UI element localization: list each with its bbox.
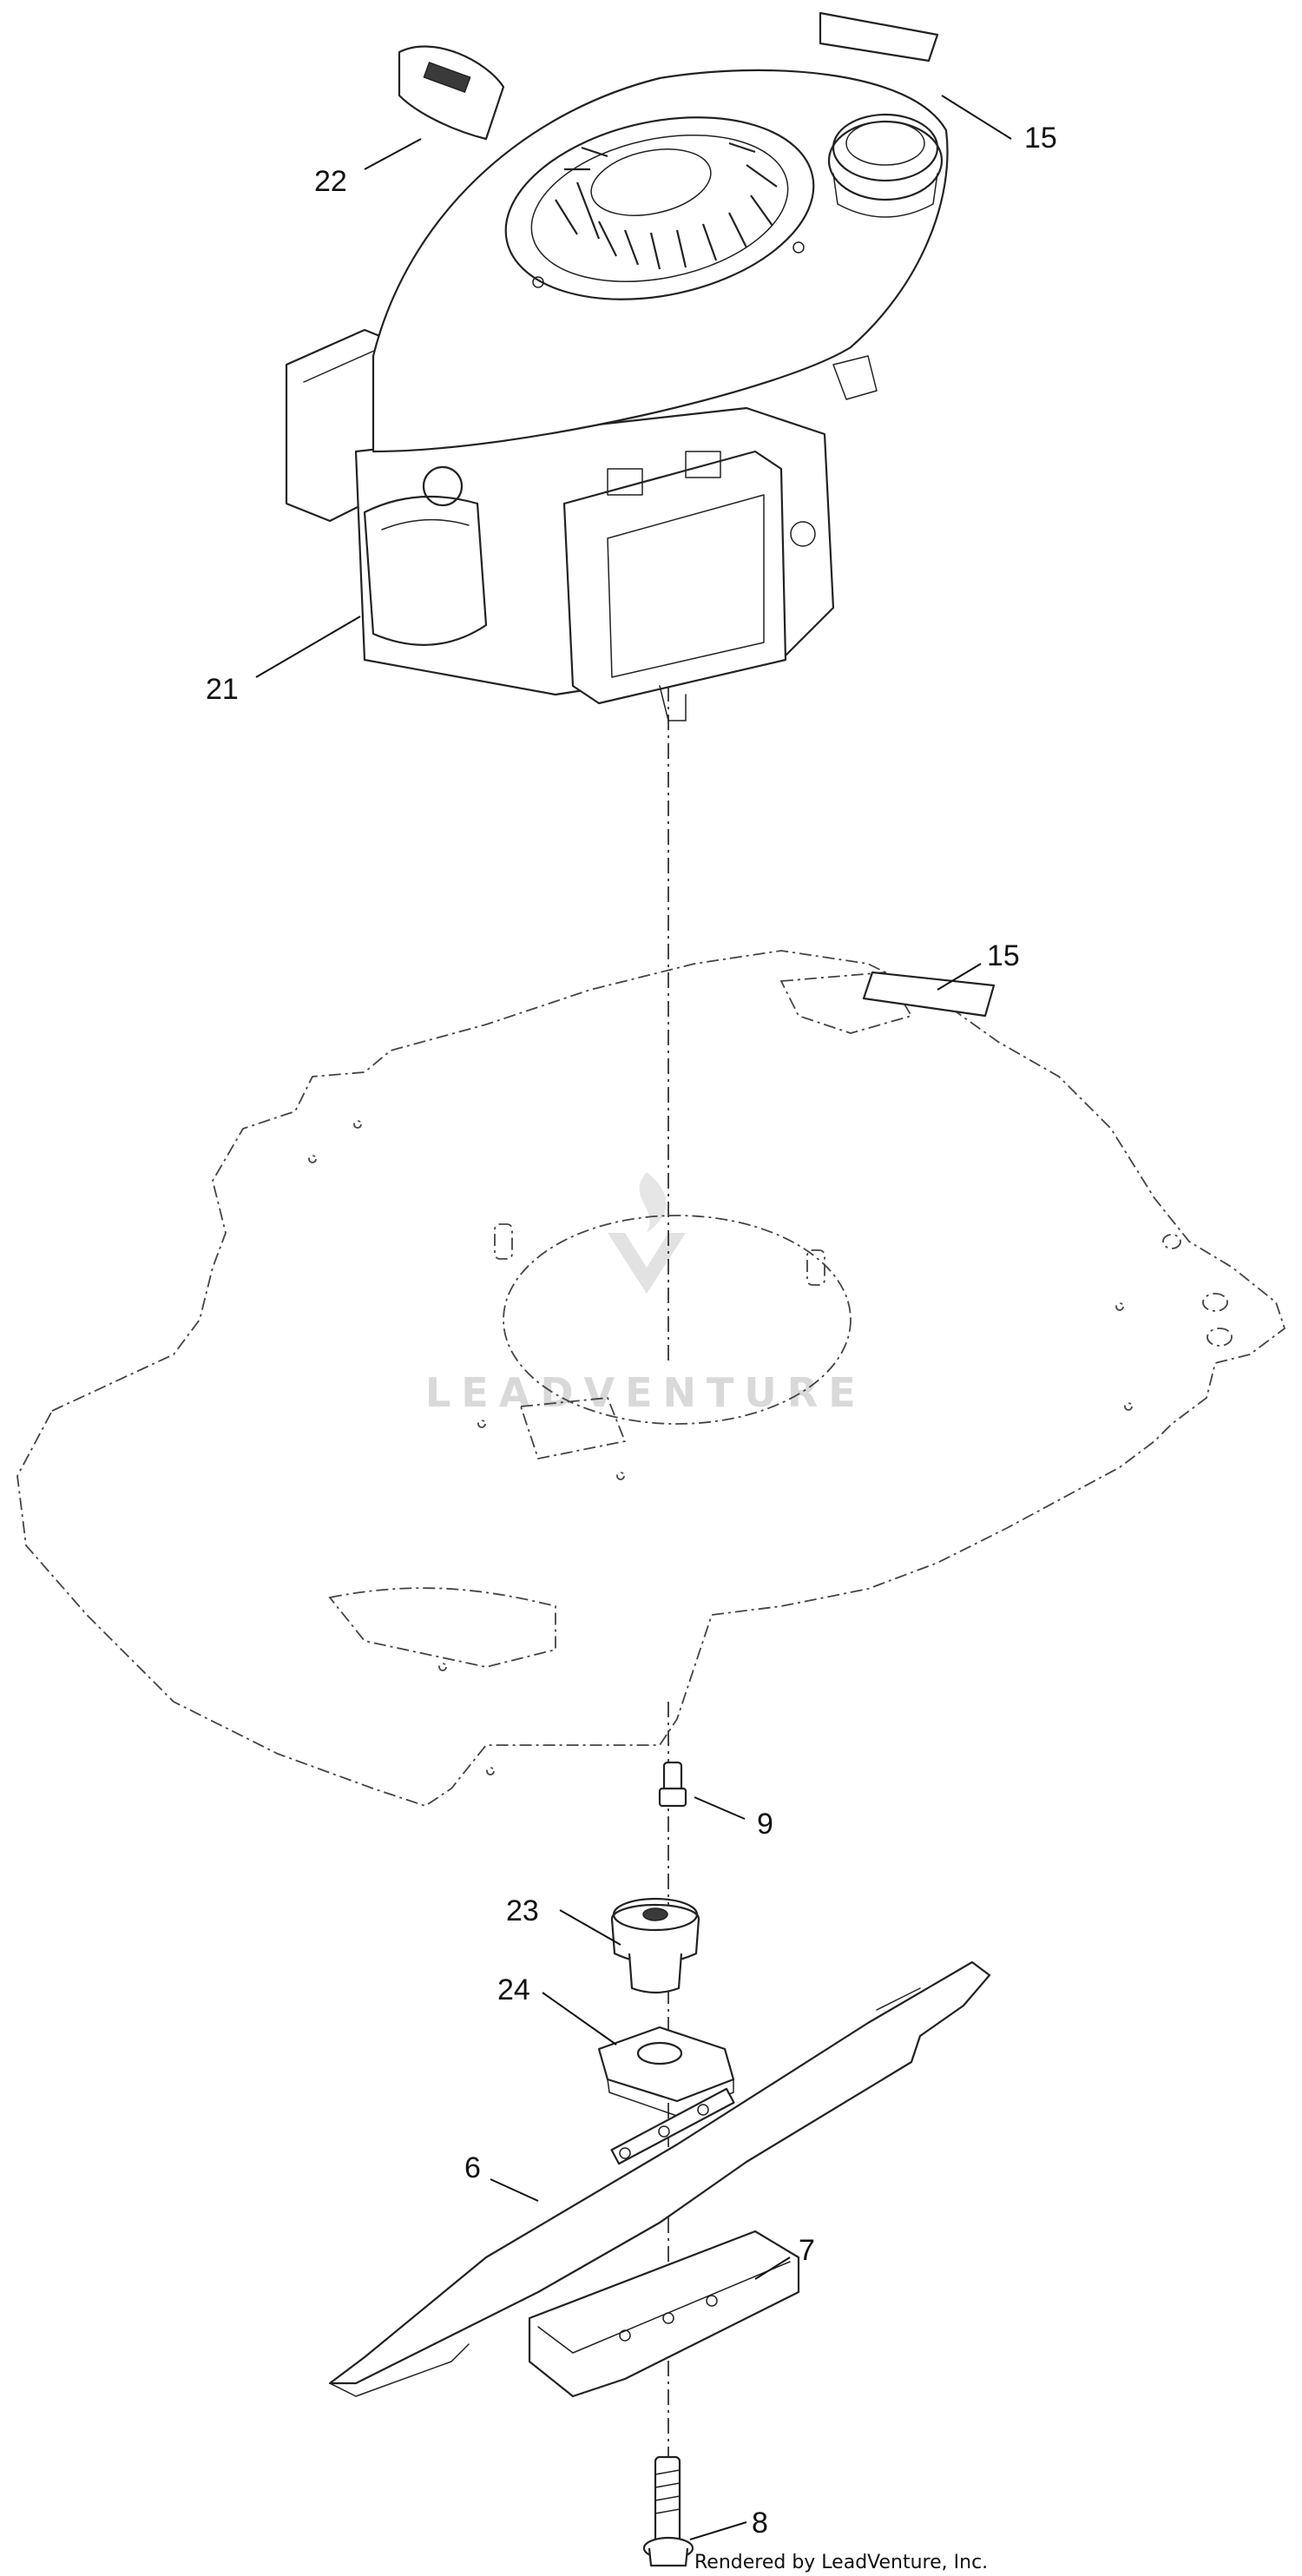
- engine: [285, 69, 949, 721]
- decal-15-deck: [862, 971, 996, 1018]
- callout-6: 6: [464, 2151, 481, 2184]
- callout-9: 9: [757, 1808, 773, 1841]
- callout-8: 8: [752, 2507, 768, 2540]
- part-23-adapter: [610, 1897, 700, 1994]
- decal-22: [398, 45, 505, 141]
- part-8-bolt: [642, 2455, 694, 2567]
- leader-lines: [255, 95, 1012, 2540]
- part-6-blade: [328, 1960, 991, 2397]
- callout-15-top: 15: [1024, 122, 1057, 155]
- leadventure-watermark: LEADVENTURE: [425, 1172, 866, 1416]
- mower-deck: [16, 950, 1286, 1807]
- callout-7: 7: [799, 2234, 815, 2267]
- callout-15-deck: 15: [987, 939, 1020, 972]
- callout-24: 24: [497, 1973, 530, 2006]
- decal-15-top: [819, 11, 939, 63]
- watermark-text: LEADVENTURE: [425, 1369, 866, 1416]
- part-9-bolt: [658, 1761, 687, 1808]
- render-credit: Rendered by LeadVenture, Inc.: [694, 2552, 988, 2573]
- callout-labels: 15 22 21 15 9 23 24 6 7 8: [206, 122, 1057, 2540]
- callout-22: 22: [314, 165, 347, 198]
- callout-23: 23: [506, 1894, 539, 1927]
- callout-21: 21: [206, 673, 239, 706]
- part-7-stiffener: [528, 2230, 800, 2398]
